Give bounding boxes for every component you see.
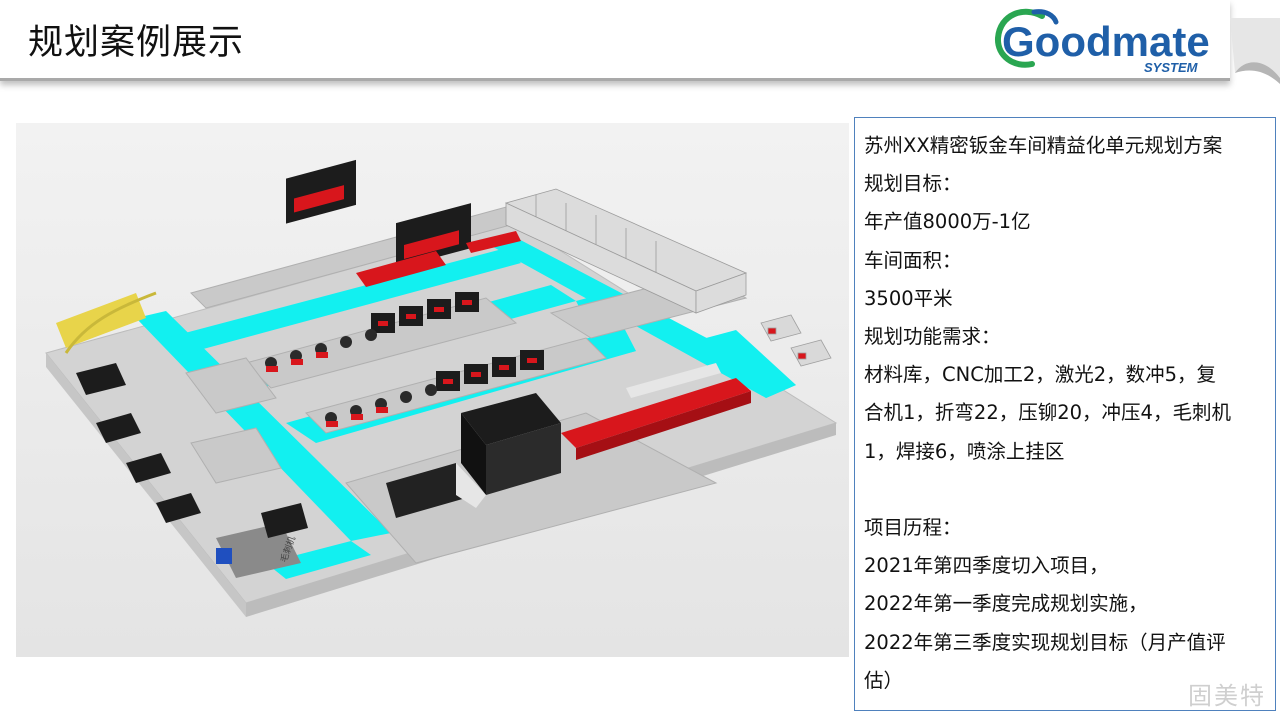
goal-heading: 规划目标： (864, 172, 962, 196)
annual-output-value: 年产值8000万-1亿 (864, 210, 1031, 234)
slide-title: 规划案例展示 (28, 23, 245, 63)
requirements-line-3: 1，焊接6，喷涂上挂区 (864, 439, 1065, 463)
project-info-panel: 苏州XX精密钣金车间精益化单元规划方案 规划目标： 年产值8000万-1亿 车间… (854, 117, 1276, 711)
logo-swoosh-icon (995, 8, 1045, 68)
deburring-machine: 毛刺机 (216, 503, 308, 578)
history-item-3-cont: 估） (864, 668, 904, 692)
logo-wordmark: Goodmate (1002, 18, 1210, 65)
history-heading: 项目历程： (864, 516, 962, 540)
requirements-line-1: 材料库，CNC加工2，激光2，数冲5，复 (864, 363, 1217, 387)
area-value: 3500平米 (864, 286, 953, 310)
requirements-heading: 规划功能需求： (864, 325, 1001, 349)
company-watermark: 固美特 (1188, 682, 1266, 710)
history-item-1: 2021年第四季度切入项目， (864, 554, 1109, 578)
slide-header: 规划案例展示 Goodmate SYSTEM (0, 0, 1280, 86)
red-laser-line (561, 363, 751, 460)
history-item-2: 2022年第一季度完成规划实施， (864, 592, 1148, 616)
logo-tagline: SYSTEM (1144, 60, 1199, 75)
project-title-line: 苏州XX精密钣金车间精益化单元规划方案 (864, 134, 1223, 157)
goodmate-logo: Goodmate SYSTEM (995, 8, 1210, 75)
spray-painting-line (56, 291, 201, 523)
page-curl-decoration (1230, 18, 1280, 84)
large-processing-center (386, 393, 561, 518)
workshop-layout-render: 毛刺机 (16, 123, 849, 657)
area-heading: 车间面积： (864, 248, 962, 272)
material-storage-racks (504, 188, 748, 314)
right-side-stations (760, 314, 832, 367)
bending-machines (265, 329, 437, 427)
panel-spacer (864, 471, 1275, 509)
requirements-line-2: 合机1，折弯22，压铆20，冲压4，毛刺机 (864, 401, 1231, 425)
press-machine-rows (371, 292, 544, 391)
laser-cutting-lines (286, 159, 521, 287)
history-item-3: 2022年第三季度实现规划目标（月产值评 (864, 630, 1226, 654)
